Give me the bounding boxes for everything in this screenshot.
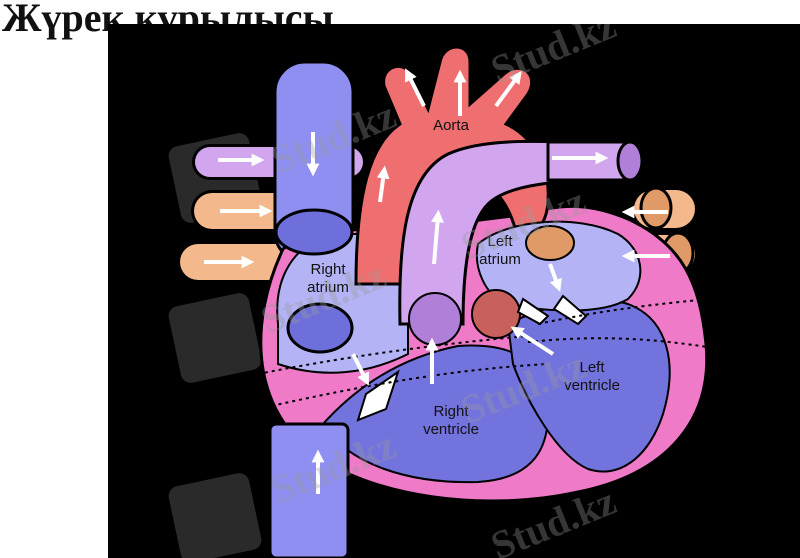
- right-ventricle-label-line1: Right: [433, 403, 469, 420]
- aorta-label: Aorta: [433, 117, 470, 134]
- heart-diagram: Aorta Right atrium Left atrium Right ven…: [108, 24, 800, 558]
- pulmonary-valve: [408, 292, 462, 346]
- left-atrium-label-line1: Left: [487, 233, 513, 250]
- right-atrium-label-line1: Right: [310, 261, 346, 278]
- blood-flow-arrows: [204, 68, 670, 494]
- left-ventricle-label-line2: ventricle: [564, 377, 620, 394]
- left-ventricle-label-line1: Left: [579, 359, 605, 376]
- aortic-valve: [471, 289, 521, 339]
- tricuspid-valve: [356, 369, 400, 422]
- heart-svg: Aorta Right atrium Left atrium Right ven…: [168, 24, 769, 558]
- right-atrium-label-line2: atrium: [307, 279, 349, 296]
- left-atrium-label-line2: atrium: [479, 251, 521, 268]
- superior-vena-cava-opening: [274, 208, 354, 256]
- inferior-vena-cava-opening: [286, 302, 354, 354]
- section-lines: [257, 293, 769, 410]
- inferior-vena-cava: [268, 422, 350, 558]
- watermark-text: Stud.kz: [485, 24, 622, 92]
- right-ventricle-label-line2: ventricle: [423, 421, 479, 438]
